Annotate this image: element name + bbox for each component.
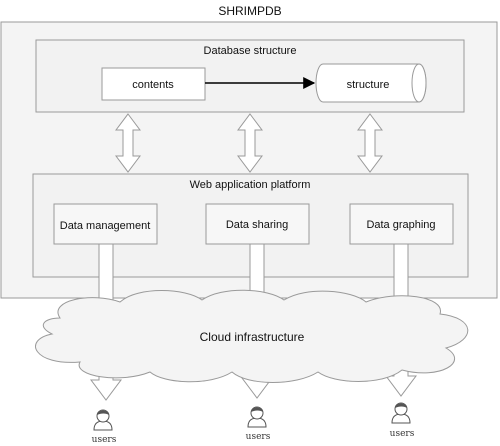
user-label-1: users bbox=[92, 435, 117, 445]
user-label-3: users bbox=[390, 429, 415, 439]
web-platform-label: Web application platform bbox=[190, 179, 311, 191]
structure-label: structure bbox=[347, 79, 390, 91]
module-label-data-sharing: Data sharing bbox=[226, 219, 288, 231]
module-label-data-management: Data management bbox=[60, 220, 151, 232]
cloud-infrastructure-shape bbox=[35, 289, 469, 383]
database-panel-label: Database structure bbox=[204, 45, 297, 57]
contents-box bbox=[101, 67, 206, 101]
module-data-sharing bbox=[205, 203, 310, 245]
structure-cylinder bbox=[315, 63, 427, 103]
user-label-2: users bbox=[246, 432, 271, 442]
module-label-data-graphing: Data graphing bbox=[366, 219, 435, 231]
cloud-infrastructure-label: Cloud infrastructure bbox=[200, 330, 305, 344]
contents-label: contents bbox=[132, 79, 174, 91]
diagram-title: SHRIMPDB bbox=[218, 4, 281, 18]
user-icon bbox=[247, 406, 267, 428]
module-data-management bbox=[53, 203, 158, 245]
bidirectional-arrow-3 bbox=[357, 113, 383, 173]
user-icon bbox=[391, 402, 411, 424]
user-icon bbox=[93, 409, 113, 431]
bidirectional-arrow-2 bbox=[237, 113, 263, 173]
bidirectional-arrow-1 bbox=[115, 113, 141, 173]
